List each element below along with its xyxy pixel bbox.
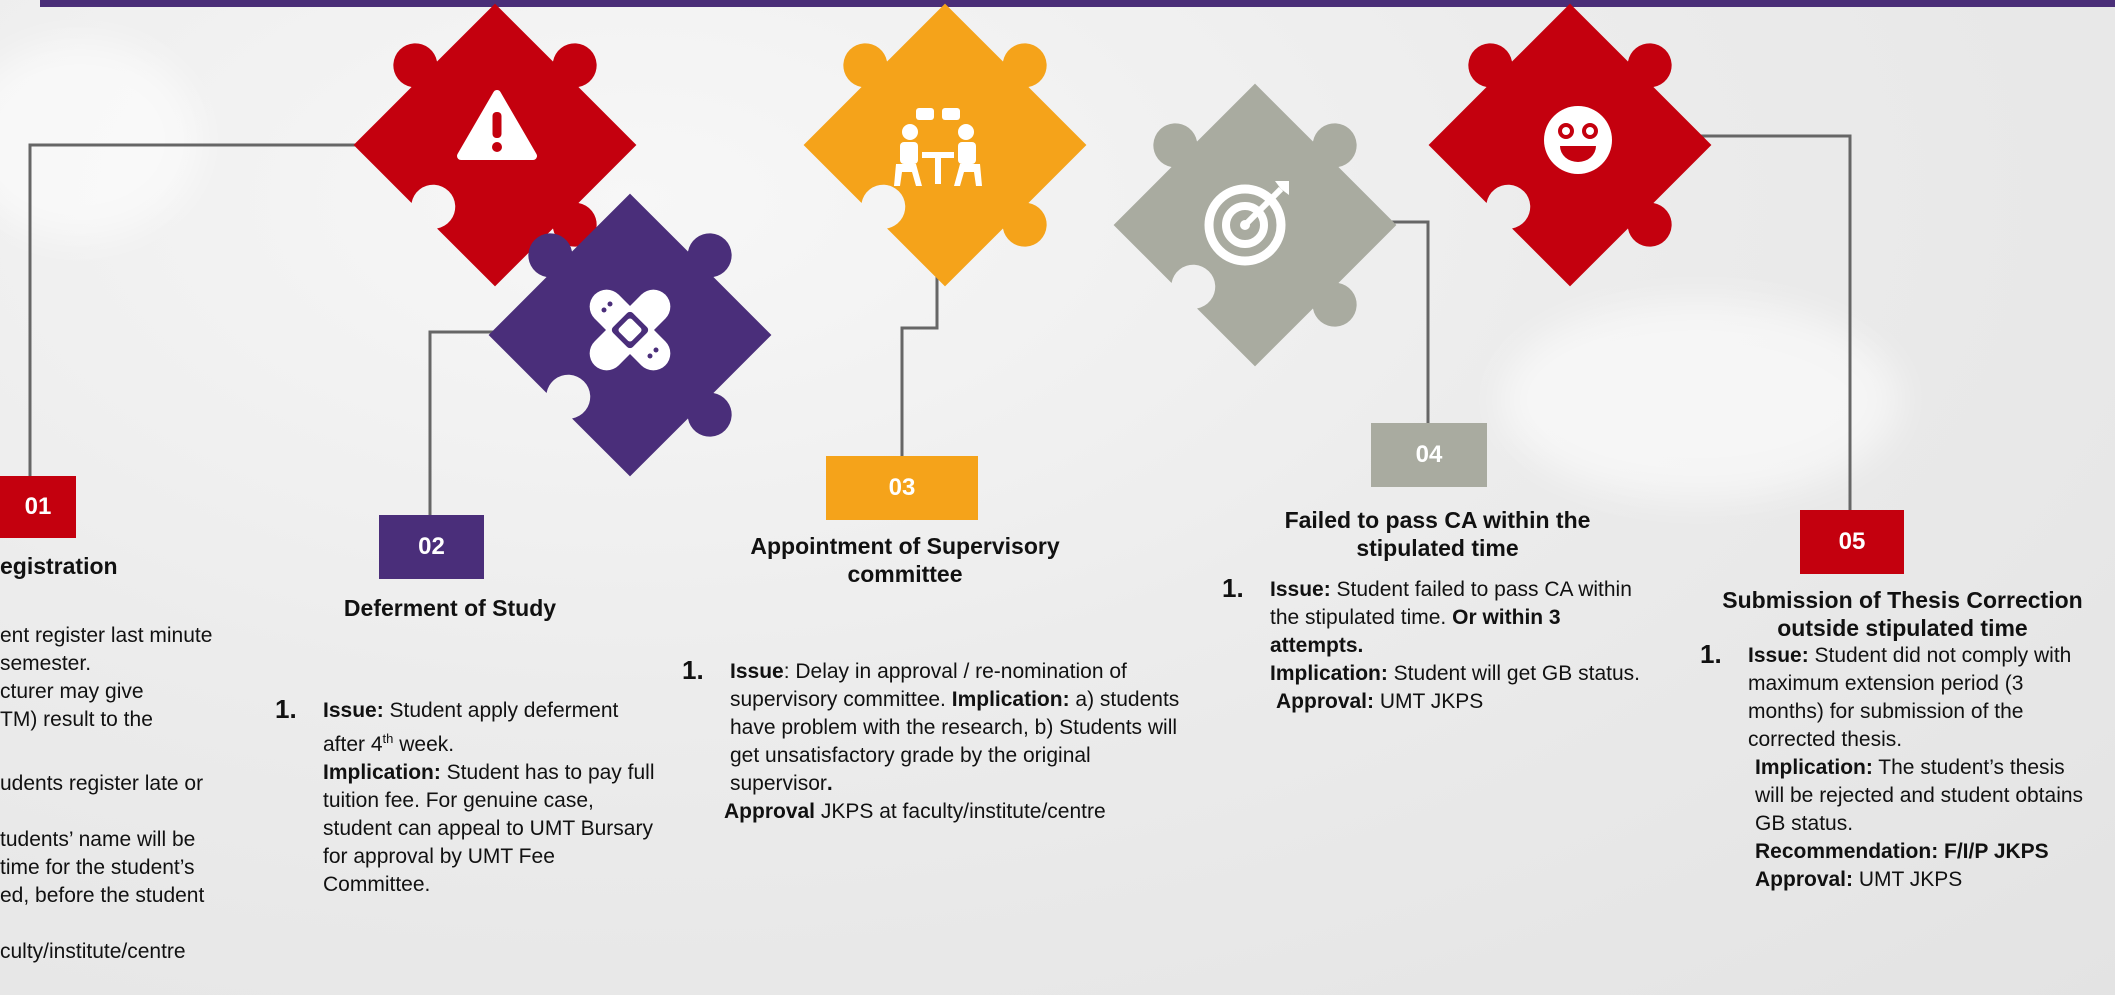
- step-03-item: 1. Issue: Delay in approval / re-nominat…: [682, 655, 1182, 798]
- meeting-icon: [894, 108, 982, 186]
- recommendation: Recommendation: F/I/P JKPS: [1755, 840, 2049, 863]
- implication-block: Implication: The student’s thesis will b…: [1700, 754, 2090, 894]
- approval-text: UMT JKPS: [1853, 868, 1963, 891]
- puzzle-piece-red-05: [1428, 3, 1712, 287]
- puzzle-piece-orange-03: [803, 3, 1087, 287]
- target-icon: [1204, 181, 1289, 266]
- implication-text: The student’s thesis will be rejected an…: [1755, 756, 2084, 835]
- step-01-line: TM) result to the: [0, 708, 153, 731]
- step-body-05: 1. Issue: Student did not comply with ma…: [1700, 639, 2090, 894]
- step-01-line: ent register last minute: [0, 624, 213, 647]
- step-05-item: 1. Issue: Student did not comply with ma…: [1700, 639, 2090, 754]
- approval-text: JKPS at faculty/institute/centre: [815, 800, 1106, 823]
- step-body-04: 1. Issue: Student failed to pass CA with…: [1222, 573, 1642, 716]
- step-body-02: 1. Issue: Student apply deferment after …: [275, 694, 665, 899]
- step-01-line: [0, 734, 260, 762]
- puzzle-piece-red-01: [353, 3, 637, 287]
- step-body-01: ent register last minute semester. cture…: [0, 622, 260, 966]
- approval-label: Approval: [724, 800, 816, 823]
- step-title-01: egistration: [0, 553, 118, 579]
- step-badge-03: 03: [826, 456, 978, 520]
- step-title-02: Deferment of Study: [343, 595, 557, 621]
- item-number: 1.: [682, 655, 704, 685]
- item-number: 1.: [275, 694, 297, 724]
- item-number: 1.: [1700, 639, 1722, 669]
- implication-text: a) students have problem with the resear…: [730, 688, 1180, 795]
- approval-label: Approval:: [1276, 690, 1375, 713]
- issue-label: Issue:: [323, 699, 384, 722]
- step-01-line: udents register late or: [0, 772, 204, 795]
- step-badge-04: 04: [1371, 423, 1487, 487]
- top-accent-bar: [40, 0, 2115, 7]
- issue-text: Student did not comply with maximum exte…: [1748, 644, 2072, 751]
- issue-text-end: week.: [393, 733, 455, 756]
- step-01-line: semester.: [0, 652, 92, 675]
- step-01-line: [0, 798, 260, 826]
- step-title-05: Submission of Thesis Correction outside …: [1722, 587, 2083, 641]
- background-highlight: [1500, 300, 1900, 500]
- issue-text: Student apply deferment after 4: [323, 699, 619, 756]
- puzzle-piece-purple-02: [488, 193, 772, 477]
- implication-label: Implication:: [1270, 662, 1388, 685]
- connector-01: [28, 143, 420, 478]
- step-01-line: culty/institute/centre: [0, 940, 186, 963]
- warning-icon: [457, 90, 537, 160]
- approval-line: Approval JKPS at faculty/institute/centr…: [682, 798, 1182, 826]
- issue-text: Student failed to pass CA within the sti…: [1270, 578, 1632, 629]
- issue-label: Issue:: [1270, 578, 1331, 601]
- issue-sup: th: [382, 731, 394, 746]
- step-badge-01: 01: [0, 476, 76, 538]
- step-badge-02: 02: [379, 515, 484, 579]
- step-title-04: Failed to pass CA within the stipulated …: [1284, 507, 1591, 561]
- implication-label: Implication:: [1755, 756, 1873, 779]
- implication-text: Student will get GB status.: [1387, 662, 1640, 685]
- issue-bold: Or within 3 attempts.: [1270, 606, 1561, 657]
- step-01-line: tudents’ name will be: [0, 828, 196, 851]
- background-highlight: [0, 40, 200, 240]
- issue-label: Issue:: [1748, 644, 1809, 667]
- approval-text: UMT JKPS: [1374, 690, 1484, 713]
- implication-end: .: [826, 772, 833, 795]
- step-01-line: cturer may give: [0, 680, 144, 703]
- step-01-line: time for the student’s: [0, 856, 195, 879]
- connector-05: [1640, 134, 1852, 510]
- item-number: 1.: [1222, 573, 1244, 603]
- issue-text: : Delay in approval / re-nomination of s…: [730, 660, 1127, 711]
- step-title-03: Appointment of Supervisory committee: [750, 533, 1060, 587]
- implication-label: Implication:: [951, 688, 1070, 711]
- step-02-item: 1. Issue: Student apply deferment after …: [275, 694, 665, 899]
- issue-label: Issue: [730, 660, 784, 683]
- step-body-03: 1. Issue: Delay in approval / re-nominat…: [682, 655, 1182, 826]
- puzzle-piece-gray-04: [1113, 83, 1397, 367]
- implication-label: Implication:: [323, 761, 441, 784]
- step-01-line: ed, before the student: [0, 884, 205, 907]
- step-04-item: 1. Issue: Student failed to pass CA with…: [1222, 573, 1642, 716]
- implication-text: Student has to pay full tuition fee. For…: [323, 761, 655, 896]
- step-badge-05: 05: [1800, 510, 1904, 574]
- bandage-icon: [589, 289, 671, 371]
- smiley-icon: [1544, 106, 1612, 174]
- step-01-line: [0, 910, 260, 938]
- approval-label: Approval:: [1755, 868, 1854, 891]
